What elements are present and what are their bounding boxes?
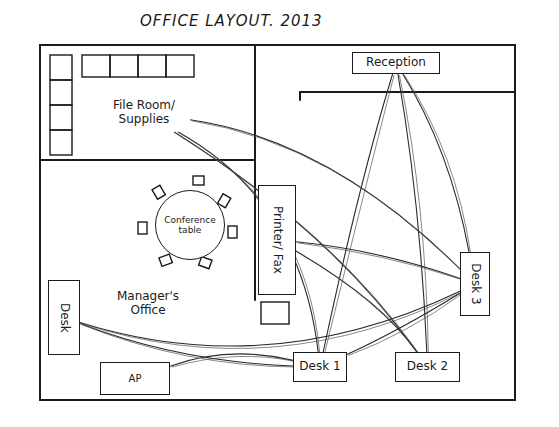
traffic-path-sketch: [192, 121, 462, 270]
diagram-title: OFFICE LAYOUT. 2013: [140, 12, 323, 30]
traffic-path: [296, 242, 460, 279]
manager-desk: Desk: [48, 280, 80, 355]
ap-cabinet: AP: [100, 362, 170, 395]
desk-1: Desk 1: [293, 352, 347, 382]
chairs: [138, 176, 237, 269]
room-label: AP: [128, 373, 143, 385]
room-label: Desk 1: [298, 360, 341, 374]
traffic-path: [403, 74, 469, 252]
interior-wall: [254, 45, 256, 160]
desk-3: Desk 3: [460, 252, 490, 316]
room-label: Reception: [365, 56, 427, 70]
outer-wall: [40, 45, 515, 400]
printer-fax: Printer/ Fax: [258, 185, 296, 295]
traffic-path-sketch: [298, 243, 462, 280]
reception-desk: Reception: [352, 52, 440, 74]
manager-office: Manager's Office Conference tableDeskAP: [42, 162, 253, 398]
room-label: Desk: [57, 302, 71, 334]
desk-2: Desk 2: [395, 352, 460, 382]
manager-office-wall: [40, 160, 255, 300]
traffic-path-sketch: [298, 252, 419, 353]
room-label: Manager's Office: [104, 290, 192, 318]
traffic-path-sketch: [325, 75, 394, 353]
traffic-path: [398, 74, 427, 352]
traffic-path-sketch: [399, 75, 428, 353]
room-label: Desk 2: [406, 360, 449, 374]
reception-counter-end: [299, 92, 301, 100]
room-label: Conference table: [160, 215, 220, 236]
traffic-path: [323, 74, 392, 352]
traffic-path: [347, 293, 460, 354]
file-shelves: [50, 55, 194, 155]
room-label: Desk 3: [468, 262, 482, 305]
traffic-path-sketch: [404, 75, 470, 253]
conference-table: Conference table: [155, 190, 225, 260]
room-label: Printer/ Fax: [270, 205, 284, 275]
traffic-path-sketch: [349, 294, 462, 355]
room-label: File Room/ Supplies: [98, 99, 190, 127]
printer-side-box: [261, 302, 289, 324]
reception-counter: [300, 91, 515, 93]
traffic-path: [296, 251, 417, 352]
file-room: File Room/ Supplies: [98, 94, 190, 132]
traffic-path: [170, 354, 293, 366]
